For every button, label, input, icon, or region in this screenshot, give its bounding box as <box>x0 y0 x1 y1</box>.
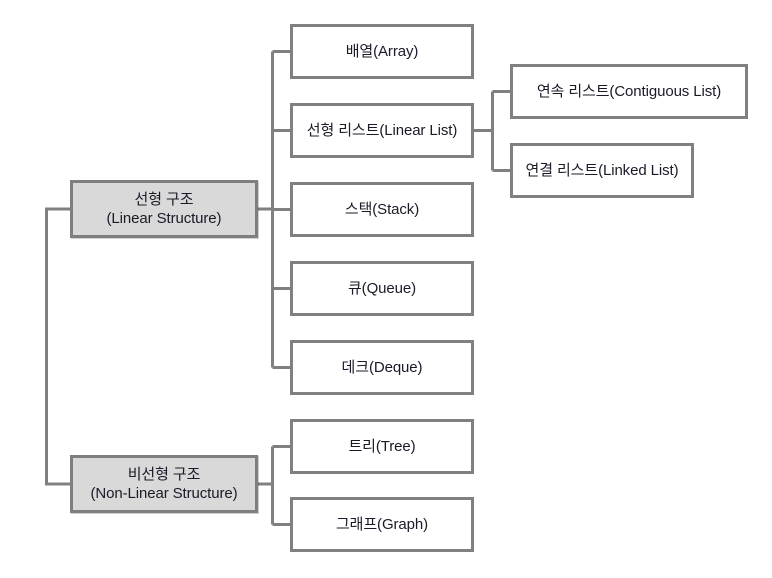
node-array-label: 배열(Array) <box>345 42 419 60</box>
node-non-linear-structure[interactable]: 비선형 구조 (Non-Linear Structure) <box>70 455 258 513</box>
node-tree-label: 트리(Tree) <box>348 437 416 455</box>
node-tree[interactable]: 트리(Tree) <box>290 419 474 474</box>
node-graph-label: 그래프(Graph) <box>335 515 429 533</box>
node-deque-label: 데크(Deque) <box>341 358 423 376</box>
node-stack-label: 스택(Stack) <box>344 200 420 218</box>
node-linear-list[interactable]: 선형 리스트(Linear List) <box>290 103 474 158</box>
node-non-linear-structure-label: 비선형 구조 (Non-Linear Structure) <box>90 465 238 502</box>
node-linked-list-label: 연결 리스트(Linked List) <box>525 161 679 179</box>
node-linear-list-label: 선형 리스트(Linear List) <box>306 121 458 139</box>
node-queue-label: 큐(Queue) <box>347 279 417 297</box>
node-array[interactable]: 배열(Array) <box>290 24 474 79</box>
node-stack[interactable]: 스택(Stack) <box>290 182 474 237</box>
node-contiguous-list[interactable]: 연속 리스트(Contiguous List) <box>510 64 748 119</box>
node-contiguous-list-label: 연속 리스트(Contiguous List) <box>536 82 722 100</box>
node-linked-list[interactable]: 연결 리스트(Linked List) <box>510 143 694 198</box>
edge-root-bracket <box>45 207 70 486</box>
node-queue[interactable]: 큐(Queue) <box>290 261 474 316</box>
node-linear-structure[interactable]: 선형 구조 (Linear Structure) <box>70 180 258 238</box>
node-linear-structure-label: 선형 구조 (Linear Structure) <box>106 190 222 227</box>
node-graph[interactable]: 그래프(Graph) <box>290 497 474 552</box>
node-deque[interactable]: 데크(Deque) <box>290 340 474 395</box>
